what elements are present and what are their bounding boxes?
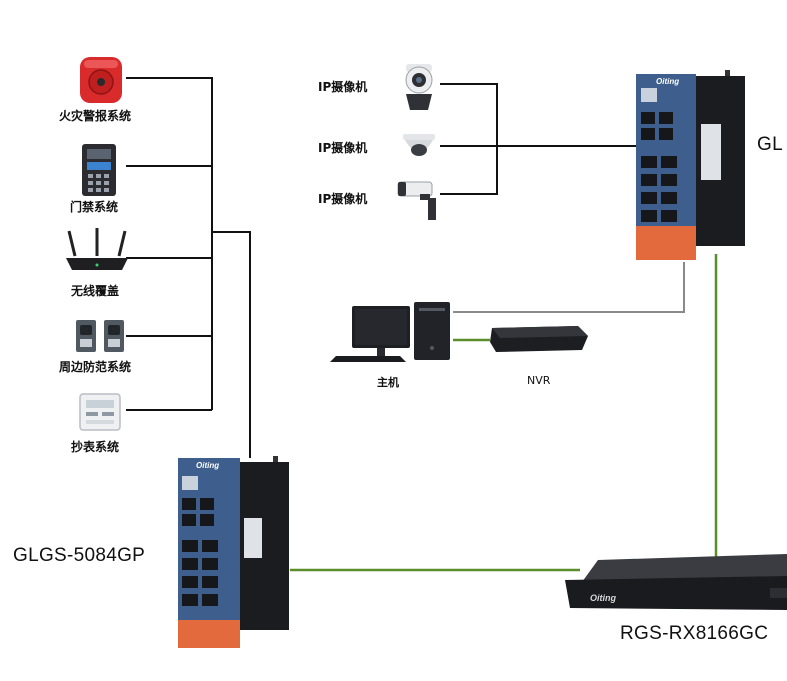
top-right-switch-brand: Oiting (656, 77, 680, 86)
perimeter-sensor-icon (76, 320, 124, 352)
ip-camera-3-label: IP摄像机 (318, 192, 368, 206)
nvr-icon (490, 326, 588, 352)
ip-camera-2-label: IP摄像机 (318, 141, 368, 155)
left-switch-model: GLGS-5084GP (13, 545, 146, 566)
fiber-links (290, 254, 718, 572)
wireless-router-icon (66, 228, 128, 270)
left-switch-icon (178, 456, 289, 648)
copper-links (126, 77, 636, 458)
core-switch-model: RGS-RX8166GC (620, 623, 769, 644)
electric-meter-icon (79, 393, 121, 431)
ip-camera-1-label: IP摄像机 (318, 80, 368, 94)
link-camera-1 (440, 83, 498, 195)
host-label: 主机 (377, 376, 399, 389)
link-bus-to-left-switch (212, 231, 251, 458)
top-right-switch-icon (636, 70, 745, 260)
ip-camera-ptz-icon (405, 64, 433, 110)
link-host-to-switch (453, 262, 685, 313)
ip-camera-dome-icon (403, 134, 435, 156)
wireless-label: 无线覆盖 (71, 284, 120, 298)
fire-alarm-icon (80, 57, 122, 103)
core-switch-icon (565, 554, 787, 610)
access-control-label: 门禁系统 (70, 200, 119, 214)
fire-alarm-label: 火灾警报系统 (59, 109, 132, 123)
core-switch-brand: Oiting (590, 593, 616, 603)
perimeter-label: 周边防范系统 (59, 360, 132, 374)
left-switch-brand: Oiting (196, 461, 220, 470)
nvr-label: NVR (527, 374, 551, 387)
access-control-icon (82, 144, 116, 196)
host-computer-icon (330, 302, 450, 362)
top-right-switch-model: GL (757, 134, 783, 155)
ip-camera-bullet-icon (397, 181, 436, 220)
meter-reading-label: 抄表系统 (71, 440, 120, 454)
link-fire-alarm (126, 77, 213, 410)
